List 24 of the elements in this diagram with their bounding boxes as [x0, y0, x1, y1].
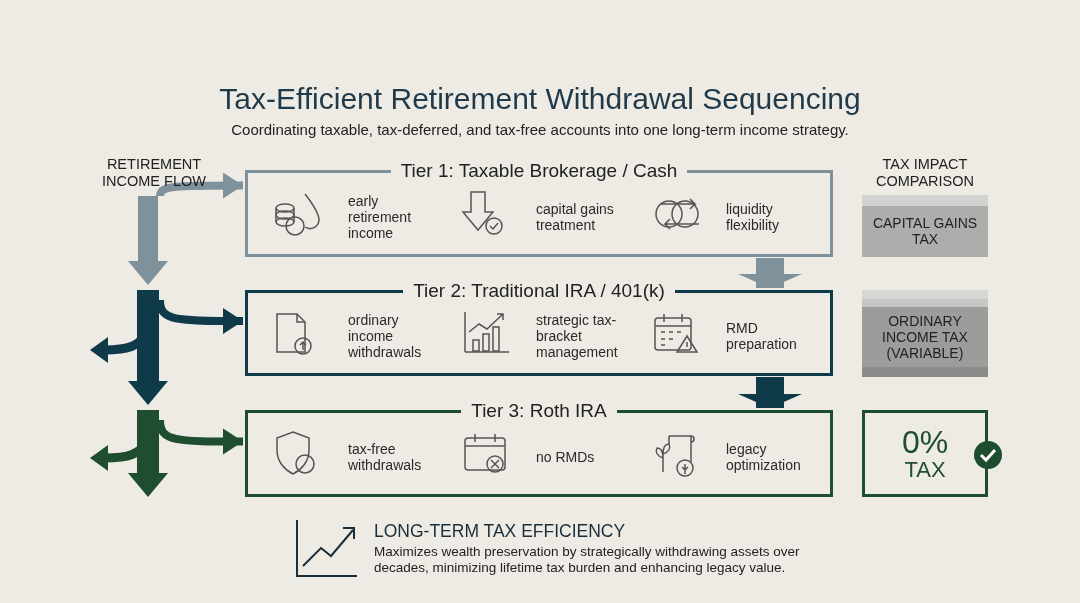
tax-bar — [862, 195, 988, 257]
feature-text: no RMDs — [536, 447, 596, 467]
percent-value: 0% — [901, 425, 949, 458]
arrow — [738, 258, 802, 288]
feature-text: early retirement income — [348, 191, 413, 243]
feature-text: capital gains treatment — [536, 199, 615, 235]
subtitle: Coordinating taxable, tax-deferred, and tax-free accounts into one long-term income strategy. — [230, 121, 850, 139]
feature-text: ordinary income withdrawals — [348, 311, 423, 362]
arrow — [738, 377, 802, 408]
tax-label: CAPITAL GAINS TAX — [871, 214, 979, 247]
feature-text: legacy optimization — [726, 439, 802, 475]
tax-panel — [862, 410, 988, 497]
description: Maximizes wealth preservation by strategically withdrawing assets over decades, minimizing lifetime tax burden and enhancing legacy value. — [374, 544, 801, 576]
tax-label: ORDINARY INCOME TAX (VARIABLE) — [881, 311, 969, 361]
title: Tax-Efficient Retirement Withdrawal Sequencing — [218, 82, 862, 116]
section-heading: LONG-TERM TAX EFFICIENCY — [374, 521, 627, 542]
flow-heading: RETIREMENT INCOME FLOW — [101, 156, 207, 190]
tax-label: TAX — [904, 457, 946, 482]
feature-text: tax-free withdrawals — [348, 439, 423, 475]
feature-text: strategic tax-bracket management — [536, 311, 619, 362]
comparison-heading: TAX IMPACT COMPARISON — [875, 156, 975, 190]
feature-text: liquidity flexibility — [726, 199, 780, 235]
tax-bar — [862, 290, 988, 377]
feature-text: RMD preparation — [726, 319, 798, 354]
